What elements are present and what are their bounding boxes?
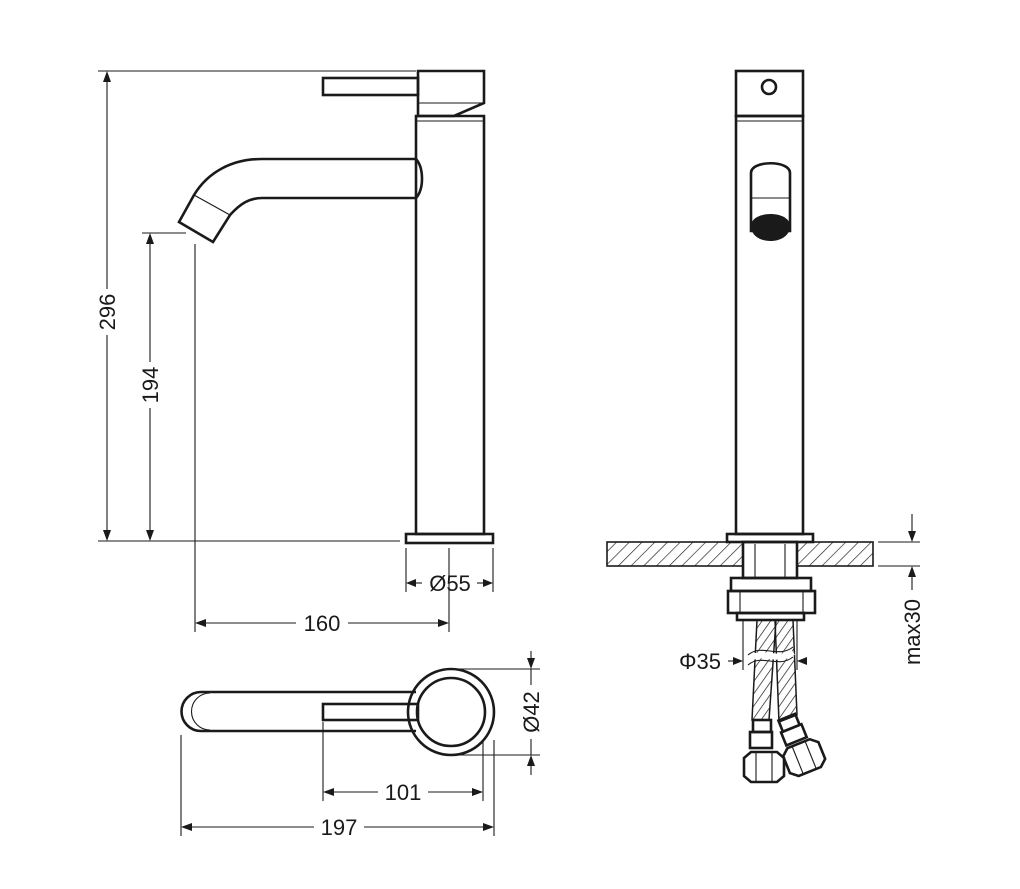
front-view: Φ35 max30 bbox=[606, 69, 925, 784]
lever-top bbox=[321, 702, 420, 722]
dimension-base-diameter: Ø55 bbox=[405, 548, 494, 596]
body-outer-circle bbox=[406, 667, 496, 757]
top-view: Ø42 101 197 bbox=[180, 651, 544, 840]
label-thread-diameter: Φ35 bbox=[679, 649, 721, 674]
aerator bbox=[751, 214, 790, 241]
base-plate bbox=[404, 532, 495, 545]
spout bbox=[177, 157, 424, 244]
label-max-deck-thickness: max30 bbox=[900, 599, 925, 665]
label-base-diameter: Ø55 bbox=[429, 571, 471, 596]
dimension-spout-reach: 160 bbox=[194, 244, 450, 636]
spout-outlet bbox=[749, 162, 792, 233]
countertop-right bbox=[796, 541, 874, 567]
body-inner-circle bbox=[415, 676, 487, 748]
faucet-body bbox=[414, 114, 486, 536]
hose-nut-right bbox=[781, 737, 827, 778]
dimension-total-length: 197 bbox=[180, 735, 495, 840]
front-body bbox=[734, 114, 805, 536]
spout-top bbox=[180, 690, 416, 733]
dimension-max-deck-thickness: max30 bbox=[878, 514, 925, 665]
side-view: 296 194 160 Ø55 bbox=[95, 69, 495, 636]
cartridge-cap bbox=[416, 69, 486, 118]
lever-handle bbox=[321, 76, 420, 97]
mounting-nut bbox=[729, 576, 813, 593]
indicator-hole bbox=[760, 78, 778, 96]
hose-right bbox=[774, 619, 798, 724]
label-body-diameter: Ø42 bbox=[519, 691, 544, 733]
hose-left bbox=[751, 619, 777, 721]
hose-nut-left bbox=[742, 750, 786, 784]
label-lever-length: 101 bbox=[385, 780, 422, 805]
dimension-body-diameter: Ø42 bbox=[455, 651, 544, 775]
label-spout-reach: 160 bbox=[304, 611, 341, 636]
label-spout-height: 194 bbox=[138, 367, 163, 404]
countertop-left bbox=[606, 541, 744, 567]
label-total-length: 197 bbox=[321, 815, 358, 840]
dimension-total-height: 296 bbox=[95, 70, 416, 542]
dimension-spout-height: 194 bbox=[138, 232, 186, 541]
dimension-lever-length: 101 bbox=[322, 722, 484, 805]
dimension-thread-diameter: Φ35 bbox=[679, 620, 807, 674]
label-total-height: 296 bbox=[95, 294, 120, 331]
